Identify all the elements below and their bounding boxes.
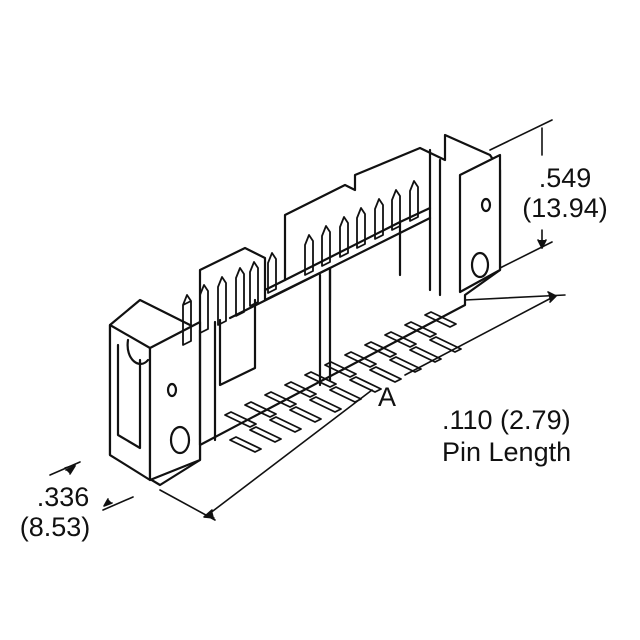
depth-dimension-mm: (8.53) — [19, 512, 91, 542]
height-dimension-mm: (13.94) — [522, 193, 608, 223]
upper-pins — [182, 180, 419, 346]
height-dimension-inch: .549 — [538, 163, 592, 193]
pin-length-value: .110 (2.79) — [442, 405, 571, 435]
length-dimension-label: A — [378, 382, 397, 412]
pin-tails — [224, 311, 462, 453]
depth-dimension-inch: .336 — [36, 482, 90, 512]
dimension-lines — [49, 119, 566, 521]
pin-length-label: Pin Length — [442, 437, 572, 467]
